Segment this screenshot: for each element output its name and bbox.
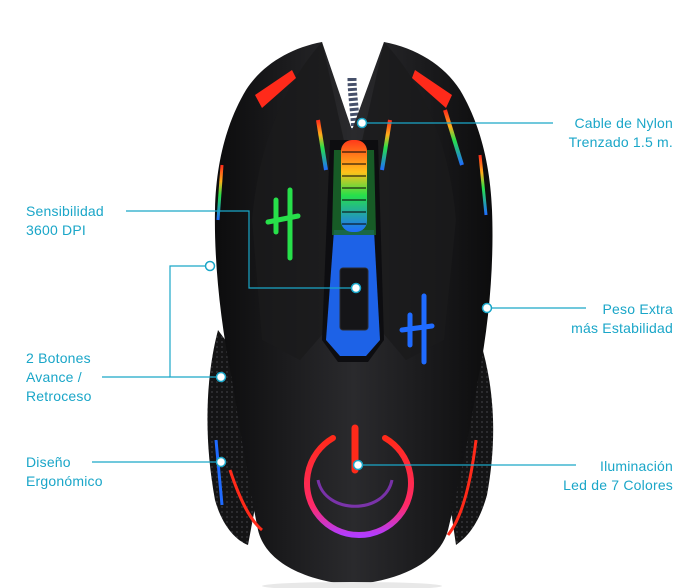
sensitivity-label-line2: 3600 DPI	[26, 222, 86, 238]
scroll-wheel	[341, 140, 367, 232]
callout-circle-icon	[481, 302, 493, 314]
side-buttons-label: 2 Botones Avance / Retroceso	[26, 349, 92, 406]
sensitivity-label-line1: Sensibilidad	[26, 203, 104, 219]
side-buttons-label-line2: Avance /	[26, 369, 82, 385]
lighting-label-line2: Led de 7 Colores	[563, 477, 673, 493]
green-led-glyph	[265, 187, 301, 261]
design-label-line2: Ergonómico	[26, 473, 103, 489]
callout-circle-icon	[215, 456, 227, 468]
callout-circle-icon	[204, 260, 216, 272]
right-side-grip	[445, 340, 494, 545]
callout-lines	[92, 122, 586, 466]
side-buttons-label-line3: Retroceso	[26, 388, 92, 404]
sensitivity-label: Sensibilidad 3600 DPI	[26, 202, 104, 240]
cable-label-line1: Cable de Nylon	[574, 115, 673, 131]
design-label: Diseño Ergonómico	[26, 453, 103, 491]
cable-label-line2: Trenzado 1.5 m.	[568, 134, 673, 150]
weight-label-line1: Peso Extra	[602, 301, 673, 317]
callout-circle-icon	[352, 459, 364, 471]
dpi-button	[339, 267, 369, 331]
callout-circle-icon	[215, 371, 227, 383]
lighting-label-line1: Iluminación	[599, 458, 673, 474]
cable-label: Cable de Nylon Trenzado 1.5 m.	[520, 114, 673, 152]
callout-circle-icon	[356, 117, 368, 129]
weight-label: Peso Extra más Estabilidad	[520, 300, 673, 338]
callout-circle-icon	[350, 282, 362, 294]
blue-led-glyph	[399, 293, 435, 365]
weight-label-line2: más Estabilidad	[571, 320, 673, 336]
lighting-label: Iluminación Led de 7 Colores	[520, 457, 673, 495]
side-buttons-label-line1: 2 Botones	[26, 350, 91, 366]
design-label-line1: Diseño	[26, 454, 71, 470]
